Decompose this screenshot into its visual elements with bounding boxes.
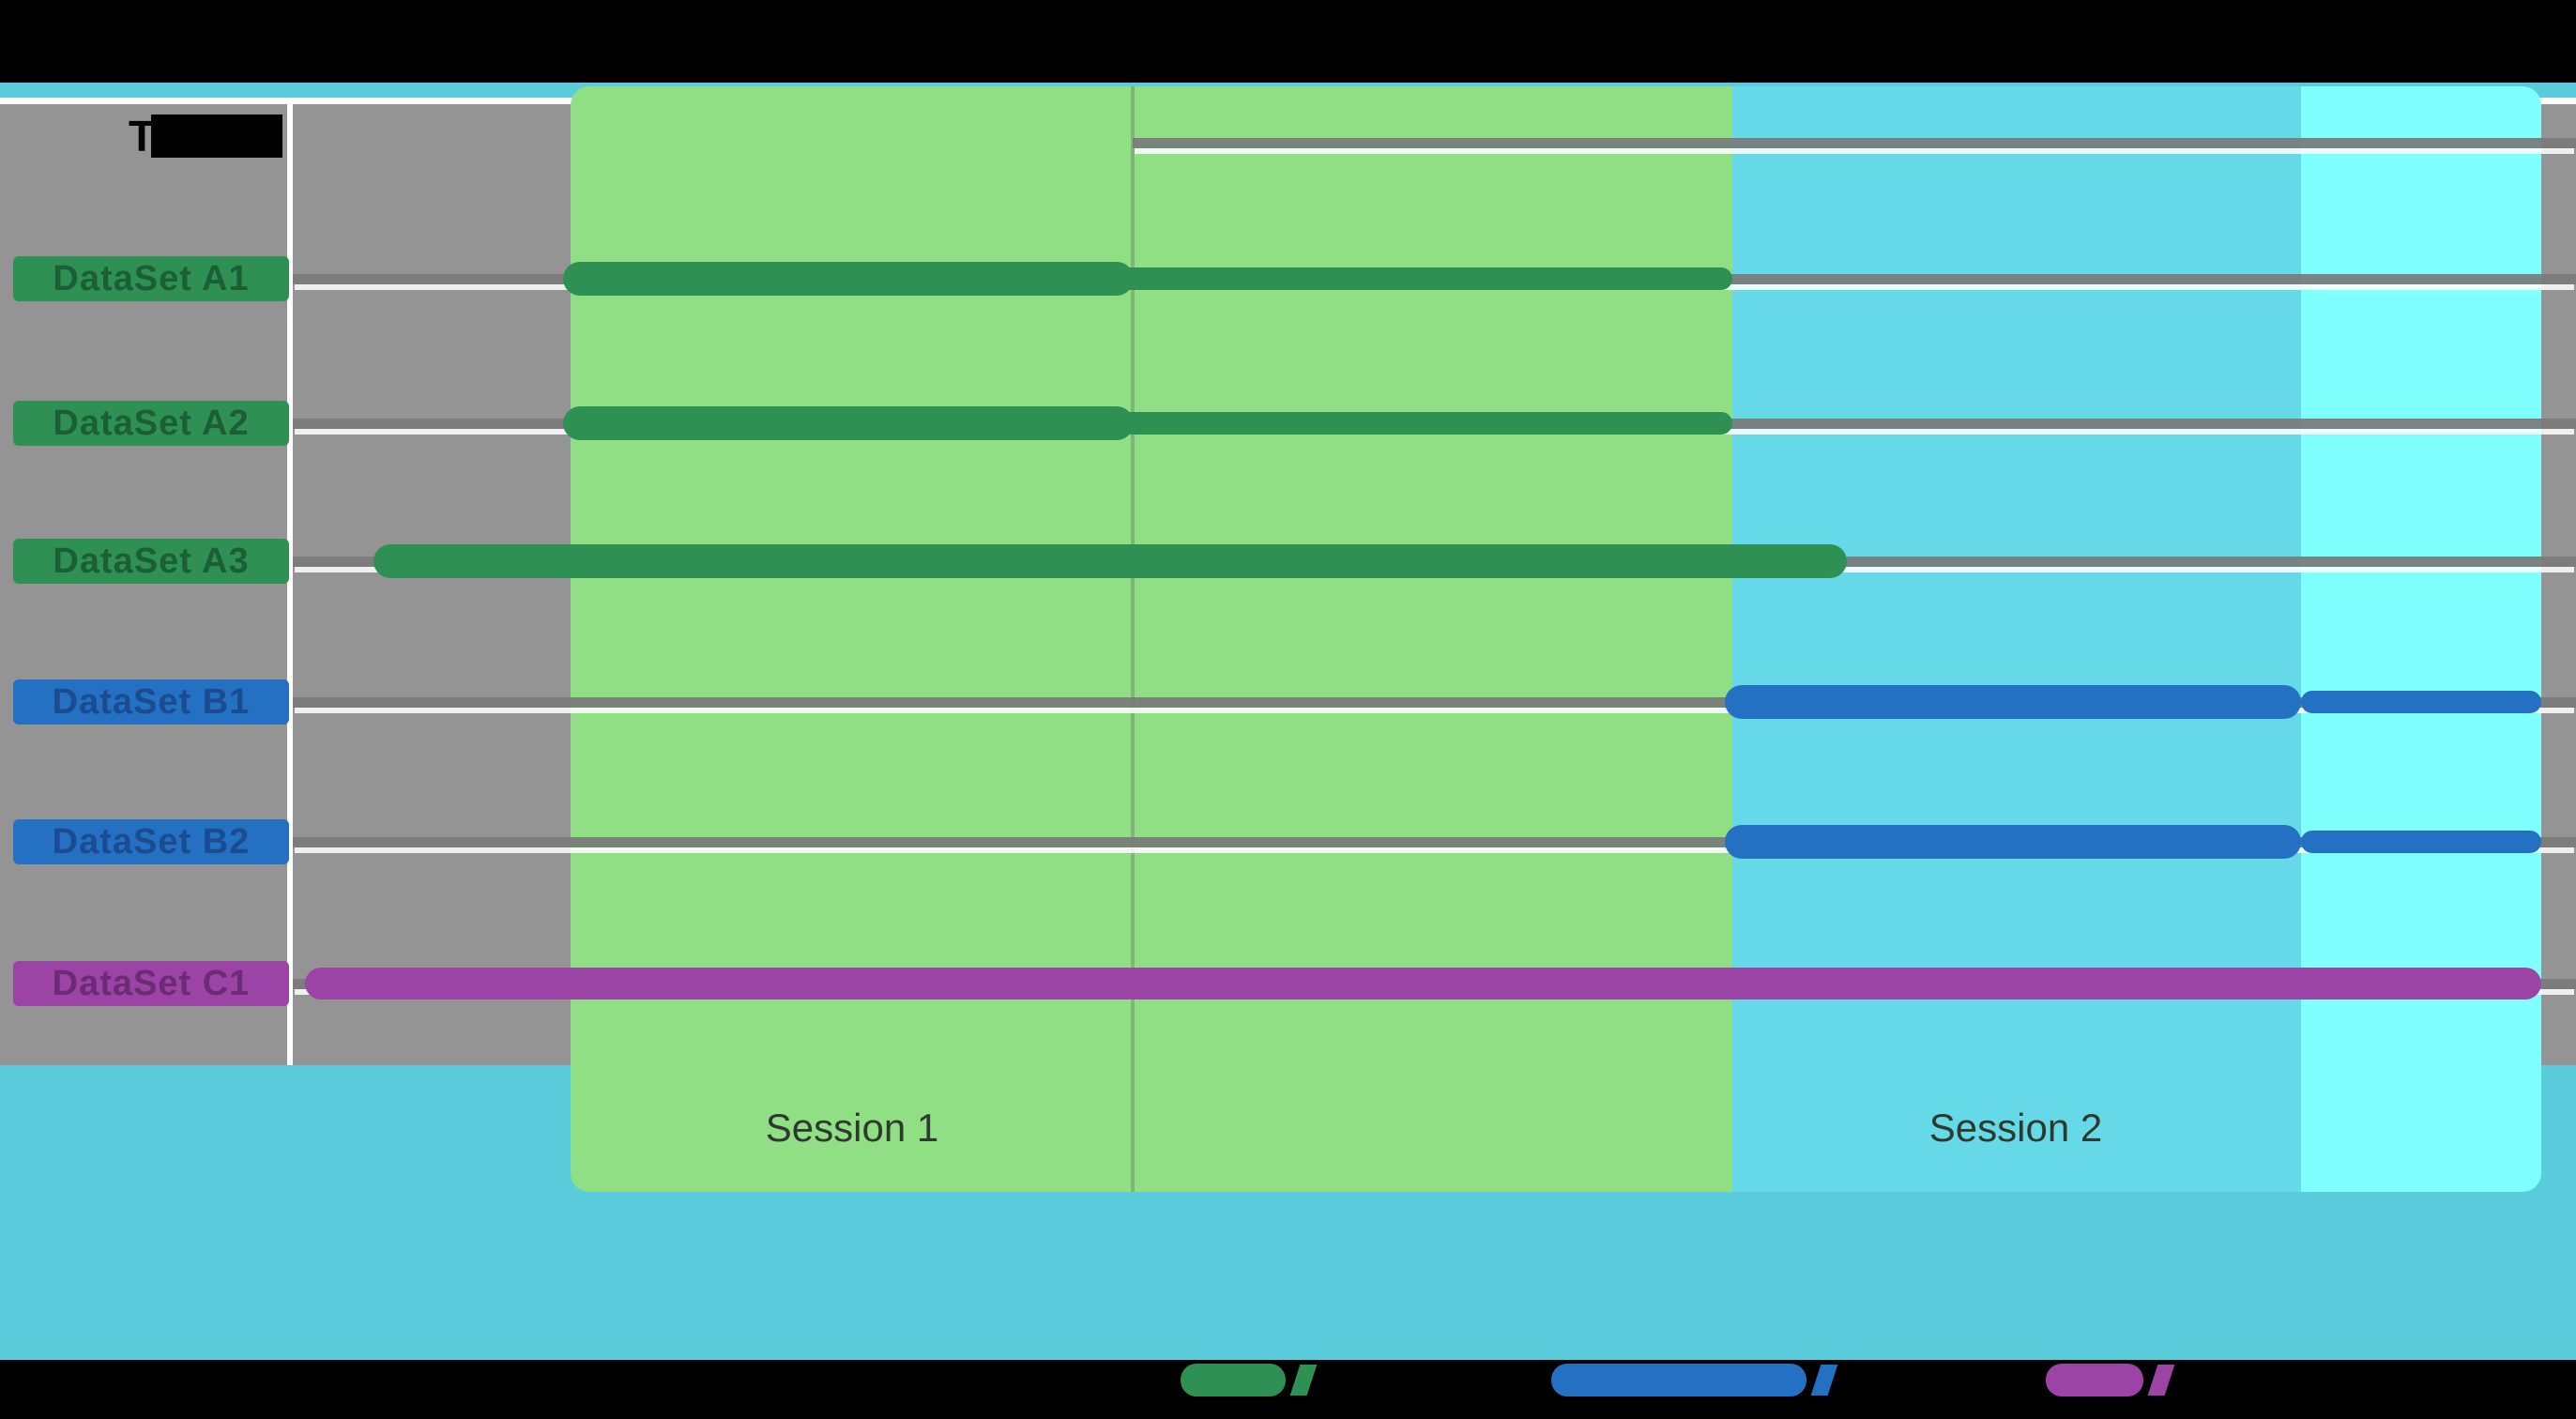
session2-band (1732, 86, 2301, 1192)
row-label: DataSet B2 (13, 819, 289, 864)
top-letterbox-bar (0, 0, 2576, 83)
session2-label: Session 2 (1928, 1106, 2103, 1150)
label-column-separator (287, 99, 293, 1065)
task-bar (1725, 685, 2301, 719)
legend-entry (2046, 1364, 2175, 1396)
session1-label: Session 1 (765, 1106, 939, 1150)
row-label: DataSet B1 (13, 679, 289, 725)
task-bar (563, 406, 1134, 440)
legend-swatch (1181, 1364, 1286, 1396)
task-bar-extent (2301, 691, 2541, 713)
row-label: DataSet C1 (13, 961, 289, 1006)
legend-swatch (2046, 1364, 2143, 1396)
axis-title-visible-text: T (129, 112, 156, 160)
top-gridline (1133, 138, 2576, 148)
task-bar (1725, 825, 2301, 859)
redaction-box (151, 114, 283, 158)
right-band (2301, 86, 2541, 1192)
task-bar (373, 544, 1847, 578)
legend-entry (1181, 1364, 1318, 1396)
bottom-letterbox-bar (0, 1360, 2576, 1419)
task-bar (563, 262, 1134, 296)
task-bar (305, 968, 2541, 999)
row-label: DataSet A3 (13, 539, 289, 584)
row-label: DataSet A2 (13, 401, 289, 446)
row-gridline (293, 837, 2576, 847)
row-gridline (293, 697, 2576, 708)
row-label: DataSet A1 (13, 256, 289, 301)
legend-swatch (1551, 1364, 1806, 1396)
axis-title: T (129, 112, 283, 160)
session1-band (571, 86, 1732, 1192)
legend-entry (1551, 1364, 1838, 1396)
vertical-gridline (1131, 86, 1135, 1192)
task-bar-extent (2301, 831, 2541, 853)
